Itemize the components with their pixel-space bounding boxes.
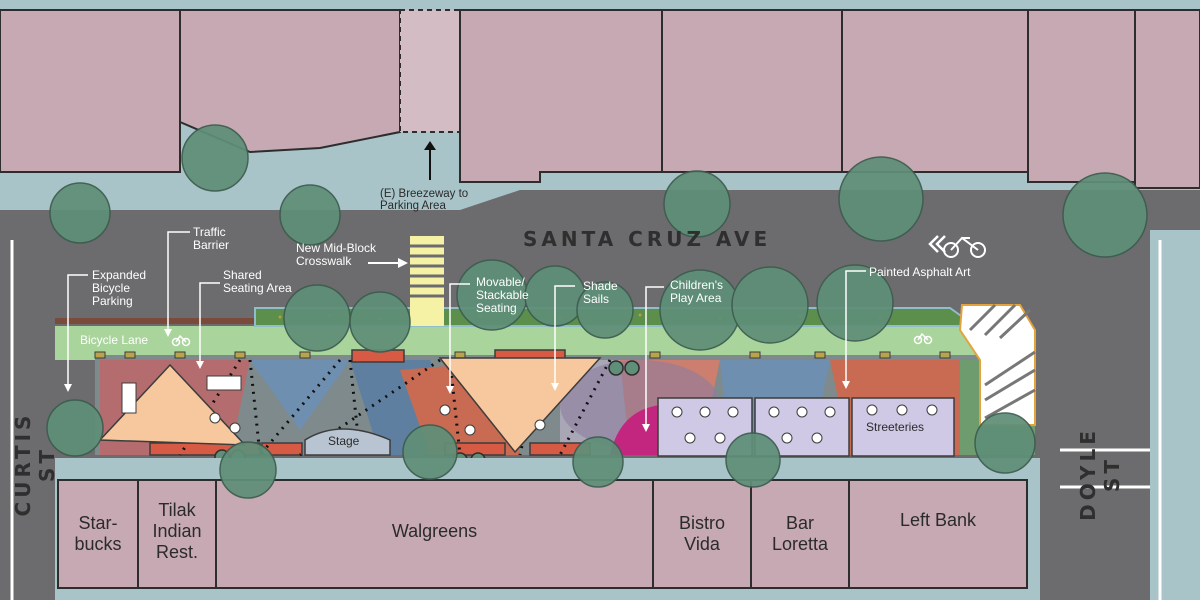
storefront-bar-loretta: Bar Loretta (771, 513, 829, 554)
curtis-st-road (0, 230, 55, 600)
label-stage: Stage (328, 434, 360, 448)
street-name-curtis: CURTIS ST (11, 411, 59, 517)
traffic-barrier (55, 318, 255, 324)
south-buildings (57, 479, 1028, 589)
street-name-santa-cruz: SANTA CRUZ AVE (523, 227, 772, 251)
mid-block-crosswalk (410, 236, 444, 326)
childrens-play-area (610, 405, 660, 455)
street-name-doyle: DOYLE ST (1076, 427, 1124, 521)
annotation-arrowheads (64, 329, 850, 432)
annotation-leaders (67, 231, 866, 428)
arrow-up-icon (424, 141, 436, 180)
storefront-starbucks: Star- bucks (74, 513, 122, 554)
label-crosswalk: New Mid-Block Crosswalk (296, 241, 377, 268)
label-shade-sails: Shade Sails (583, 279, 618, 306)
trees (46, 124, 1148, 499)
storefront-bistro-vida: Bistro Vida (678, 513, 725, 554)
storefront-walgreens: Walgreens (391, 521, 478, 541)
north-buildings (0, 9, 1200, 189)
cafe-tables (209, 404, 938, 444)
shade-sail-east (438, 357, 602, 454)
label-breezeway: (E) Breezeway to Parking Area (380, 188, 469, 212)
storefront-tilak: Tilak Indian Rest. (152, 500, 202, 562)
stage (304, 428, 391, 456)
bike-rack (206, 375, 242, 391)
bicycle-icon (928, 235, 986, 258)
label-traffic-barrier: Traffic Barrier (193, 225, 230, 252)
bicycle-icon (171, 334, 191, 347)
label-streeteries: Streeteries (866, 420, 925, 434)
label-shared-seating: Shared Seating Area (223, 268, 292, 295)
hatched-bulbout (958, 303, 1036, 426)
arrow-right-icon (368, 258, 408, 268)
label-movable-seating: Movable/ Stackable Seating (476, 275, 529, 315)
barrier-bollards (94, 351, 951, 359)
label-bicycle-parking: Expanded Bicycle Parking (92, 268, 147, 308)
storefront-left-bank: Left Bank (899, 510, 977, 530)
label-bicycle-lane: Bicycle Lane (80, 333, 149, 347)
label-asphalt-art: Painted Asphalt Art (869, 265, 971, 279)
label-play-area: Children's Play Area (670, 278, 723, 305)
doyle-st-road (1040, 230, 1150, 600)
bicycle-icon (913, 332, 933, 345)
